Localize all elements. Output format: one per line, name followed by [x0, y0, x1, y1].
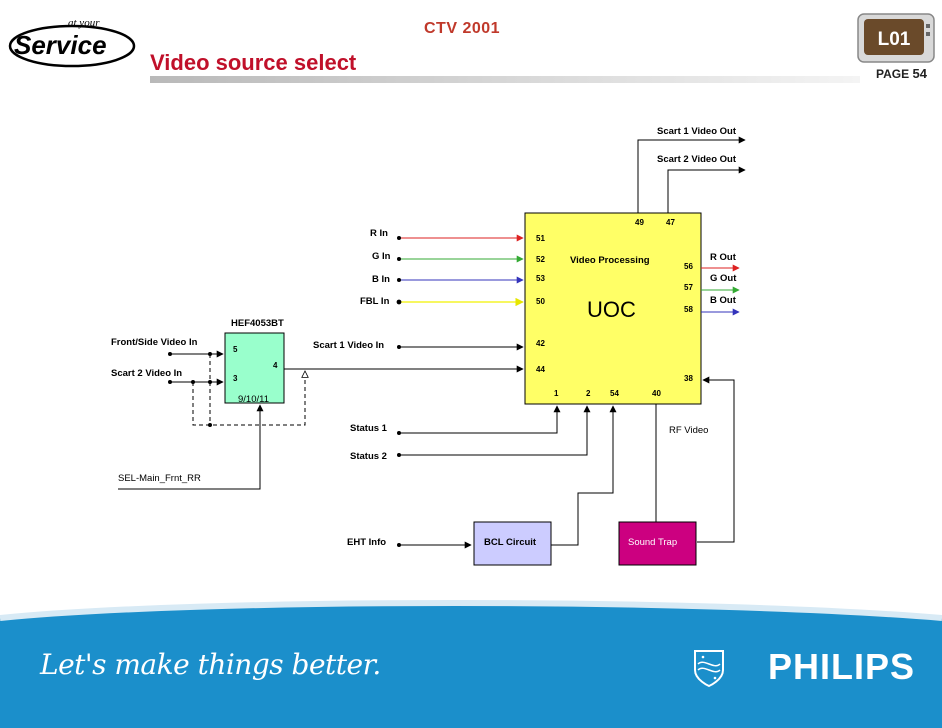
uoc-name: UOC [587, 297, 636, 322]
b-out-label: B Out [710, 295, 737, 306]
status2-label: Status 2 [350, 451, 387, 462]
scart2-video-out-label: Scart 2 Video Out [657, 154, 737, 165]
pin-label: 54 [610, 389, 619, 398]
sound-trap-block [618, 521, 697, 566]
title-underline [150, 76, 860, 83]
status1-label: Status 1 [350, 423, 388, 434]
page-number: 54 [912, 66, 927, 81]
scart2-video-out-line [667, 166, 746, 213]
select-line [118, 404, 264, 490]
pin-label: 57 [684, 283, 693, 292]
bcl-circuit-label: BCL Circuit [484, 537, 537, 548]
status2-line [397, 405, 591, 457]
switch-name: HEF4053BT [231, 318, 284, 329]
bcl-output-line [551, 405, 617, 546]
scart1-video-in-label: Scart 1 Video In [313, 340, 384, 351]
pin-label: 47 [666, 218, 675, 227]
fbl-in-label: FBL In [360, 296, 390, 307]
status1-line [397, 405, 561, 435]
pin-label: 51 [536, 234, 545, 243]
switch-block [224, 332, 285, 404]
switch-select-pins: 9/10/11 [238, 394, 269, 405]
page-label-text: PAGE [876, 67, 910, 81]
pin-label: 49 [635, 218, 644, 227]
g-in-label: G In [372, 251, 391, 262]
pin-label: 56 [684, 262, 693, 271]
select-line-label: SEL-Main_Frnt_RR [118, 473, 201, 484]
logo-ellipse [8, 24, 136, 68]
badge-text: L01 [878, 29, 911, 50]
scart2-video-in-label: Scart 2 Video In [111, 368, 182, 379]
eht-info-label: EHT Info [347, 537, 386, 548]
g-out-label: G Out [710, 273, 737, 284]
rf-video-line [697, 376, 735, 543]
dashed-feedback-line [192, 371, 305, 426]
pin-label: 50 [536, 297, 545, 306]
philips-shield-icon [694, 650, 724, 688]
scart1-video-out-line [637, 136, 746, 213]
pin-label: 4 [273, 361, 278, 370]
rf-video-label: RF Video [669, 425, 708, 436]
block-diagram: Video Processing UOC 51 52 53 50 42 44 4… [111, 126, 746, 566]
pin-label: 58 [684, 305, 693, 314]
scart1-video-out-label: Scart 1 Video Out [657, 126, 737, 137]
r-out-label: R Out [710, 252, 737, 263]
slogan: Let's make things better. [40, 648, 381, 681]
pin-label: 1 [554, 389, 559, 398]
brand-name: PHILIPS [768, 646, 916, 687]
logo-main-text: Service [14, 30, 107, 60]
uoc-block [524, 212, 702, 405]
bcl-circuit-block [473, 521, 552, 566]
pin-label: 53 [536, 274, 545, 283]
page-title: Video source select [150, 50, 357, 75]
sound-trap-label: Sound Trap [628, 537, 677, 548]
pin-label: 5 [233, 345, 238, 354]
uoc-subtitle: Video Processing [570, 255, 650, 266]
tv-icon: L01 [857, 13, 935, 63]
r-in-label: R In [370, 228, 388, 239]
pin-label: 3 [233, 374, 238, 383]
event-title: CTV 2001 [424, 20, 501, 37]
pin-label: 44 [536, 365, 545, 374]
logo-top-text: at your [68, 17, 100, 29]
pin-label: 38 [684, 374, 693, 383]
pin-label: 52 [536, 255, 545, 264]
pin-label: 42 [536, 339, 545, 348]
pin-label: 40 [652, 389, 661, 398]
page-label: PAGE 54 [876, 66, 927, 81]
pin-label: 2 [586, 389, 591, 398]
front-side-video-in-label: Front/Side Video In [111, 337, 198, 348]
footer-band [0, 600, 942, 728]
b-in-label: B In [372, 274, 390, 285]
service-logo: at your Service [8, 17, 136, 68]
